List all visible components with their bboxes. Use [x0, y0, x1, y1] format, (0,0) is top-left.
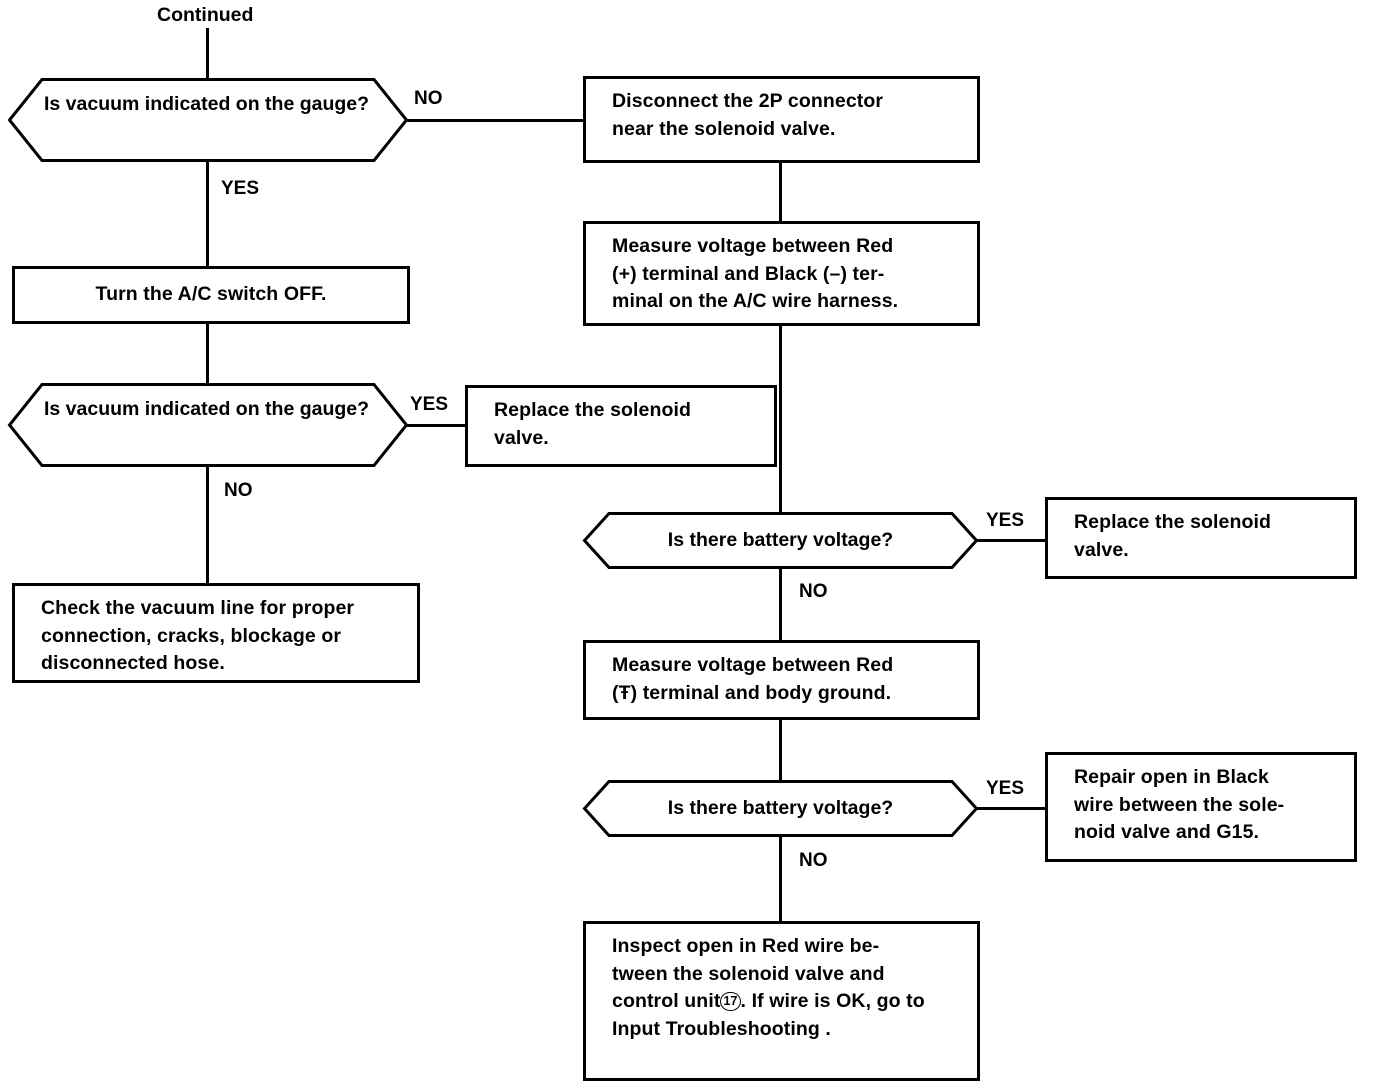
connector-decision4-yes-to-repair [975, 807, 1047, 810]
branch-label-no-1: NO [414, 88, 443, 109]
decision-battery-voltage-1-text: Is there battery voltage? [667, 528, 894, 551]
control-unit-circled-number: 17 [720, 992, 741, 1012]
hexagon-shape [582, 780, 979, 837]
line-2: wire between the sole- [1074, 793, 1285, 816]
line-1: Inspect open in Red wire be- [612, 935, 880, 957]
continued-label: Continued [157, 4, 254, 26]
process-repair-black-wire-text: Repair open in Black wire between the so… [1048, 755, 1340, 847]
decision-battery-voltage-2[interactable]: Is there battery voltage? [582, 780, 979, 837]
process-check-vacuum-line-text: Check the vacuum line for proper connect… [15, 586, 407, 678]
branch-label-no-4: NO [799, 850, 828, 871]
branch-label-yes-4: YES [986, 778, 1025, 799]
line-1: Measure voltage between Red [612, 654, 894, 676]
connector-decision1-yes-to-acswitch [206, 160, 209, 268]
line-4: Input Troubleshooting . [612, 1018, 831, 1041]
connector-decision1-no-to-disconnect [405, 119, 585, 122]
process-disconnect-2p-connector-text: Disconnect the 2P connector near the sol… [586, 79, 968, 143]
connector-measure1-to-battery-decision1 [779, 324, 782, 513]
connector-measure2-to-battery-decision2 [779, 718, 782, 781]
line-2: near the solenoid valve. [612, 117, 836, 140]
hexagon-shape [7, 78, 409, 162]
decision-vacuum-indicated-1-text: Is vacuum indicated on the gauge? [44, 93, 370, 115]
branch-label-no-3: NO [799, 581, 828, 602]
connector-decision4-no-to-inspect [779, 835, 782, 923]
decision-vacuum-indicated-1[interactable]: Is vacuum indicated on the gauge? [7, 78, 409, 162]
process-measure-voltage-red-black-text: Measure voltage between Red (+) terminal… [586, 224, 968, 316]
connector-decision3-yes-to-replace2 [975, 539, 1047, 542]
line-2: (Ŧ) terminal and body ground. [612, 681, 892, 704]
process-measure-voltage-red-ground-text: Measure voltage between Red (Ŧ) terminal… [586, 643, 968, 707]
line-2: connection, cracks, blockage or [41, 624, 342, 647]
line-1: Measure voltage between Red [612, 235, 894, 257]
process-turn-ac-switch-off-text: Turn the A/C switch OFF. [95, 283, 327, 306]
branch-label-no-2: NO [224, 480, 253, 501]
line-3-prefix: control unit [612, 990, 721, 1013]
connector-continued-to-decision1 [206, 28, 209, 80]
line-2: (+) terminal and Black (–) ter- [612, 262, 885, 285]
process-replace-solenoid-valve-2-text: Replace the solenoid valve. [1048, 500, 1340, 564]
branch-label-yes-3: YES [986, 510, 1025, 531]
process-replace-solenoid-valve-1-text: Replace the solenoid valve. [468, 388, 760, 452]
line-2: valve. [1074, 538, 1129, 561]
process-replace-solenoid-valve-1[interactable]: Replace the solenoid valve. [465, 385, 777, 467]
decision-battery-voltage-1[interactable]: Is there battery voltage? [582, 512, 979, 569]
branch-label-yes-2: YES [410, 394, 449, 415]
line-2: tween the solenoid valve and [612, 962, 885, 985]
line-1: Repair open in Black [1074, 766, 1269, 788]
process-replace-solenoid-valve-2[interactable]: Replace the solenoid valve. [1045, 497, 1357, 579]
branch-label-yes-1: YES [221, 178, 260, 199]
process-inspect-red-wire[interactable]: Inspect open in Red wire be- tween the s… [583, 921, 980, 1081]
line-1: Disconnect the 2P connector [612, 90, 884, 112]
process-check-vacuum-line[interactable]: Check the vacuum line for proper connect… [12, 583, 420, 683]
decision-battery-voltage-2-text: Is there battery voltage? [667, 796, 894, 819]
connector-acswitch-to-decision2 [206, 322, 209, 384]
process-inspect-red-wire-text: Inspect open in Red wire be- tween the s… [586, 924, 968, 1044]
line-3: noid valve and G15. [1074, 821, 1260, 844]
process-repair-black-wire[interactable]: Repair open in Black wire between the so… [1045, 752, 1357, 862]
line-1: Replace the solenoid [494, 399, 692, 421]
line-1: Check the vacuum line for proper [41, 597, 355, 619]
line-3-suffix: . If wire is OK, go to [740, 990, 925, 1013]
connector-disconnect-to-measure1 [779, 161, 782, 223]
decision-vacuum-indicated-2[interactable]: Is vacuum indicated on the gauge? [7, 383, 409, 467]
hexagon-shape [582, 512, 979, 569]
connector-decision3-no-to-measure2 [779, 567, 782, 642]
process-disconnect-2p-connector[interactable]: Disconnect the 2P connector near the sol… [583, 76, 980, 163]
line-2: valve. [494, 426, 549, 449]
process-measure-voltage-red-black[interactable]: Measure voltage between Red (+) terminal… [583, 221, 980, 326]
process-measure-voltage-red-ground[interactable]: Measure voltage between Red (Ŧ) terminal… [583, 640, 980, 720]
process-turn-ac-switch-off[interactable]: Turn the A/C switch OFF. [12, 266, 410, 324]
hexagon-shape [7, 383, 409, 467]
connector-decision2-yes-to-replace1 [405, 424, 467, 427]
line-1: Replace the solenoid [1074, 511, 1272, 533]
connector-decision2-no-to-checkvacuum [206, 465, 209, 585]
line-3: minal on the A/C wire harness. [612, 290, 899, 313]
line-3: disconnected hose. [41, 652, 225, 675]
decision-vacuum-indicated-2-text: Is vacuum indicated on the gauge? [44, 398, 370, 420]
